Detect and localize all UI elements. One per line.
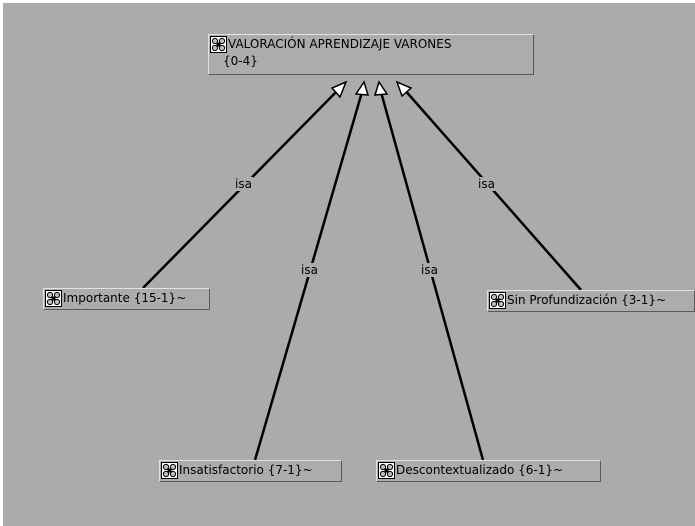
concept-cluster-icon xyxy=(378,462,395,479)
edge-label-importante: isa xyxy=(234,177,253,191)
edge-label-insatisfactorio: isa xyxy=(300,263,319,277)
edge-label-sin-profundizacion: isa xyxy=(477,177,496,191)
node-label: Descontextualizado {6-1}~ xyxy=(396,463,564,477)
arrowhead-icon xyxy=(395,80,413,98)
arrowhead-icon xyxy=(330,80,348,99)
root-node-title: VALORACIÓN APRENDIZAJE VARONES xyxy=(228,37,452,51)
concept-cluster-icon xyxy=(161,462,178,479)
root-node[interactable]: VALORACIÓN APRENDIZAJE VARONES {0-4} xyxy=(208,34,534,75)
concept-cluster-icon xyxy=(45,290,62,307)
edge-label-descontextualizado: isa xyxy=(420,263,439,277)
root-node-range: {0-4} xyxy=(223,54,258,68)
concept-cluster-icon xyxy=(210,36,227,53)
node-label: Importante {15-1}~ xyxy=(63,291,187,305)
concept-cluster-icon xyxy=(489,292,506,309)
node-insatisfactorio[interactable]: Insatisfactorio {7-1}~ xyxy=(159,460,342,482)
node-sin-profundizacion[interactable]: Sin Profundización {3-1}~ xyxy=(487,290,695,312)
diagram-panel xyxy=(3,3,695,526)
node-importante[interactable]: Importante {15-1}~ xyxy=(43,288,210,310)
arrowhead-icon xyxy=(354,80,370,96)
arrowhead-icon xyxy=(373,80,389,96)
node-label: Insatisfactorio {7-1}~ xyxy=(179,463,313,477)
node-descontextualizado[interactable]: Descontextualizado {6-1}~ xyxy=(376,460,601,482)
node-label: Sin Profundización {3-1}~ xyxy=(507,293,667,307)
